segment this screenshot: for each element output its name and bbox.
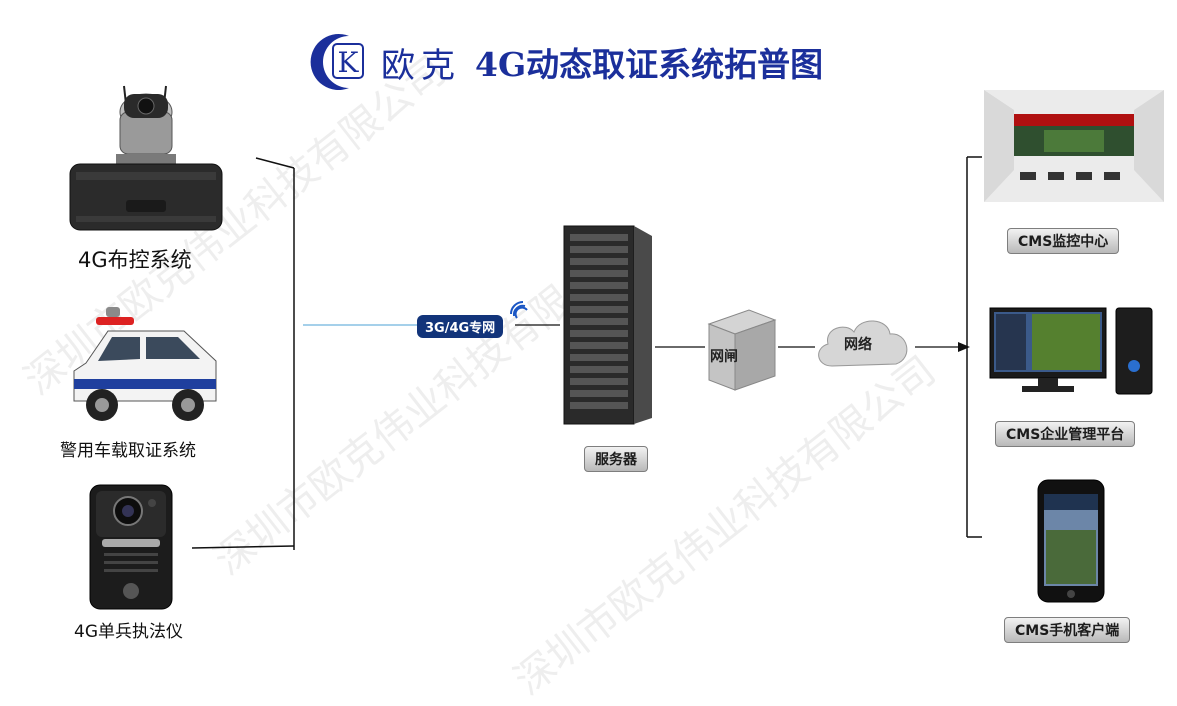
- ptz-camera-case-icon: [69, 85, 223, 231]
- topology-diagram: 深圳市欧克伟业科技有限公司 深圳市欧克伟业科技有限公司 深圳市欧克伟业科技有限公…: [16, 30, 1164, 704]
- logo-letter: K: [338, 46, 360, 79]
- desktop-pc-icon: [989, 307, 1153, 395]
- cloud-icon: [818, 320, 908, 367]
- page-title: K 欧克 4G动态取证系统拓普图: [305, 30, 823, 94]
- police-car-device: [66, 305, 224, 425]
- network-badge: 3G/4G专网: [417, 315, 504, 338]
- smartphone-client: [1036, 478, 1106, 604]
- gateway-box-icon: [707, 309, 777, 391]
- server-device: [560, 222, 655, 428]
- server-rack-icon: [563, 225, 652, 425]
- monitoring-center-client: [984, 90, 1164, 202]
- connection-lines: [191, 156, 982, 550]
- internet-cloud: [812, 314, 916, 372]
- server-label: 服务器: [584, 446, 648, 472]
- body-camera-icon: [89, 484, 173, 610]
- device-label: 警用车载取证系统: [60, 441, 196, 461]
- body-camera-device: [88, 483, 174, 611]
- wireless-signal-icon: [510, 301, 528, 319]
- title-text: 4G动态取证系统拓普图: [475, 45, 824, 84]
- brand-logo-icon: K: [310, 34, 364, 91]
- desktop-pc-client: [988, 306, 1158, 398]
- gateway-label: 网闸: [710, 349, 738, 365]
- client-label: CMS手机客户端: [1004, 617, 1131, 643]
- internet-label: 网络: [844, 337, 872, 353]
- client-label: CMS企业管理平台: [995, 421, 1136, 447]
- client-label: CMS监控中心: [1007, 228, 1120, 254]
- ptz-camera-device: [66, 82, 226, 234]
- device-label: 4G布控系统: [78, 248, 192, 272]
- gateway-device: [705, 306, 779, 394]
- smartphone-icon: [1037, 479, 1105, 603]
- brand-name: 欧克: [381, 45, 461, 86]
- monitoring-center-icon: [984, 90, 1164, 202]
- police-car-icon: [73, 307, 217, 421]
- device-label: 4G单兵执法仪: [74, 622, 183, 642]
